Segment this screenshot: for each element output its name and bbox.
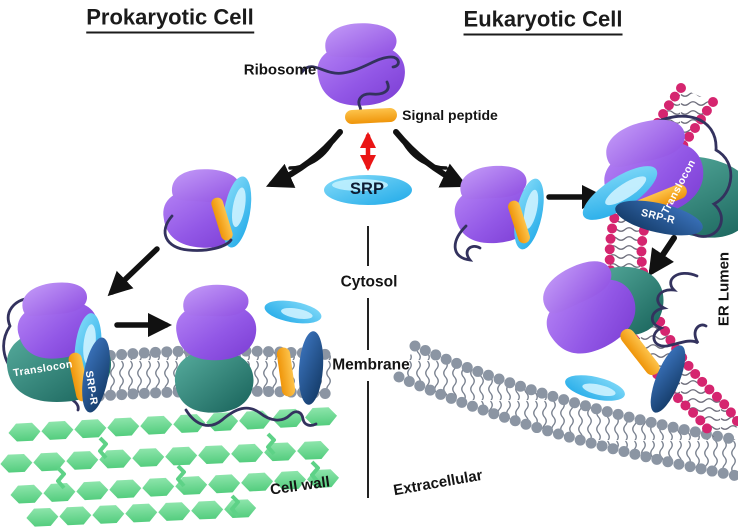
nascent-chain xyxy=(646,114,733,238)
arrow-euk-down xyxy=(648,235,677,277)
arrow-to-prokaryote xyxy=(265,129,343,188)
signal-peptide-label: Signal peptide xyxy=(402,107,498,123)
translocated-protein-chain xyxy=(650,272,708,348)
nascent-chain xyxy=(300,55,400,75)
ribosome-center xyxy=(300,23,405,125)
arrow-to-prokaryote-accent xyxy=(288,139,335,170)
srp-label: SRP xyxy=(350,179,384,198)
ribosome-label: Ribosome xyxy=(243,61,317,79)
eukaryotic-cell-title: Eukaryotic Cell xyxy=(463,8,623,36)
nascent-chain xyxy=(453,224,482,262)
srp-released xyxy=(262,296,324,328)
cytosol-label: Cytosol xyxy=(340,273,398,291)
pathway-arrows xyxy=(107,129,677,338)
arrow-to-eukaryote xyxy=(393,129,468,188)
membrane-label: Membrane xyxy=(332,356,410,374)
secreted-protein-chain xyxy=(184,406,318,427)
eukaryote-plasma-membrane xyxy=(393,340,738,482)
srp-particle xyxy=(324,175,412,205)
prok-translocating-complex xyxy=(174,284,326,427)
signal-peptide xyxy=(344,107,398,125)
euk-translocating-complex xyxy=(527,248,708,417)
prok-ribosome-srp-bound xyxy=(161,167,257,252)
euk-docked-complex xyxy=(575,110,738,247)
euk-ribosome-srp-bound xyxy=(451,163,550,262)
prok-docked-complex xyxy=(2,278,115,415)
cell-wall-peptidoglycan xyxy=(0,407,339,527)
nascent-chain xyxy=(163,214,233,252)
prokaryotic-cell-title: Prokaryotic Cell xyxy=(86,6,254,34)
arrow-to-eukaryote-accent xyxy=(401,139,448,170)
er-lumen-label: ER Lumen xyxy=(715,251,733,327)
arrow-prok-down xyxy=(107,246,160,297)
